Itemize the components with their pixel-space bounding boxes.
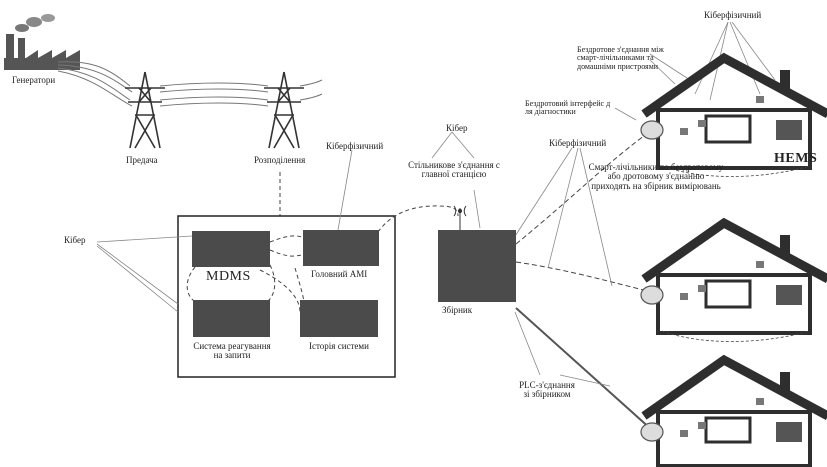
response-line-1: Система реагування — [193, 341, 271, 351]
plc-line-2: зі збірником — [523, 389, 571, 400]
cyberphysical-top-label: Кіберфізичний — [704, 10, 762, 20]
distribution-label: Розподілення — [254, 155, 306, 165]
cyber-left-label: Кібер — [64, 235, 86, 245]
cyberphysical-right-lines — [509, 147, 613, 287]
smart-meters-label: Смарт-лічільники по бездротовому або дро… — [583, 162, 729, 191]
wireless-line-1: Бездротове з'єднання між — [577, 45, 664, 54]
meter-links — [515, 129, 653, 293]
wireless-label: Бездротове з'єднання між смарт-лічільник… — [577, 45, 664, 71]
house-icon — [640, 217, 827, 342]
diagnostics-label: Бездротовий інтерфейс д ля діагностики — [525, 99, 611, 117]
cellular-label: Стільникове з'єднання с главної станцією — [392, 160, 516, 180]
generators-label: Генератори — [12, 75, 56, 85]
main-ami-label: Головний AMI — [311, 269, 368, 279]
collector-label: Збірник — [442, 305, 473, 315]
cellular-line-2: главної станцією — [421, 169, 487, 180]
mdms-box — [192, 231, 270, 267]
cyberphysical-right-label: Кіберфізичний — [549, 138, 607, 148]
collector-antenna-icon — [453, 205, 467, 230]
plc-line-1: PLC-з'єднання — [519, 380, 575, 390]
transmission-tower-icon — [125, 71, 165, 149]
hems-label: HEMS — [774, 151, 818, 166]
response-system-label: Система реагування на запити — [180, 341, 284, 361]
main-ami-box — [303, 230, 379, 266]
house-icon — [640, 354, 827, 467]
smart-line-2: або дротовому з'єднанню — [607, 171, 705, 182]
response-line-2: на запити — [213, 350, 251, 361]
plc-label: PLC-з'єднання зі збірником — [505, 380, 589, 400]
power-lines — [57, 61, 323, 107]
control-center-frame — [177, 215, 396, 378]
house-icon — [640, 52, 827, 177]
wireless-line-3: домашніми пристроями — [577, 61, 659, 71]
cyberphysical-mid-label: Кіберфізичний — [326, 141, 384, 151]
collector-box — [438, 230, 516, 302]
history-label: Історія системи — [309, 341, 369, 351]
history-box — [300, 300, 378, 337]
smart-line-3: приходять на збірник вимірювань — [591, 180, 721, 191]
plc-link — [515, 307, 653, 431]
wireless-line-2: смарт-лічільниками та — [577, 53, 654, 63]
cyber-left-lines — [96, 235, 193, 313]
mdms-label: MDMS — [206, 269, 251, 284]
transmission-label: Предача — [126, 155, 158, 165]
diag-line-1: Бездротовий інтерфейс д — [525, 99, 611, 108]
cellular-line-1: Стільникове з'єднання с — [408, 160, 500, 170]
distribution-tower-icon — [264, 71, 304, 149]
smart-line-1: Смарт-лічільники по бездротовому — [588, 162, 724, 172]
diag-line-2: ля діагностики — [525, 107, 576, 117]
response-system-box — [193, 300, 270, 337]
cyber-mid-label: Кібер — [446, 123, 468, 133]
